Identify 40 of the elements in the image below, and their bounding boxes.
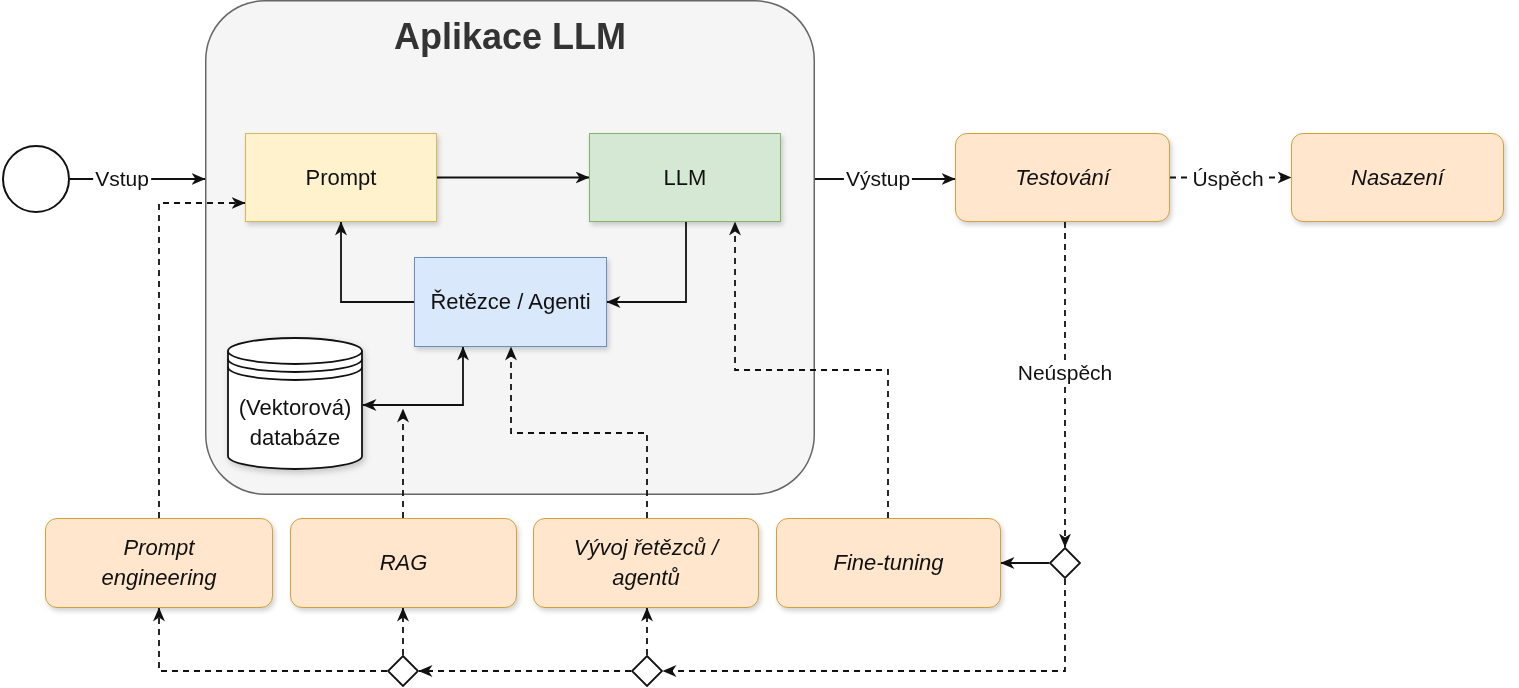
dashed-arrow: [397, 607, 409, 656]
node-label: Vývoj řetězců / agentů: [572, 534, 721, 592]
container-title: Aplikace LLM: [393, 16, 627, 58]
double-headed-arrow: [362, 346, 469, 411]
node-label: (Vektorová) databáze: [237, 394, 353, 452]
process-box: [1291, 133, 1504, 222]
node-label: Prompt engineering: [100, 534, 218, 592]
dashed-arrow: [158, 197, 246, 519]
node-label: Řetězce / Agenti: [430, 288, 591, 317]
arrow: [436, 171, 590, 184]
process-box: [45, 518, 273, 608]
dashed-arrow: [153, 607, 388, 672]
dashed-arrow: [505, 346, 648, 519]
node-label: Fine-tuning: [833, 549, 944, 578]
dashed-arrow: [641, 607, 653, 656]
dashed-arrow: [418, 665, 632, 677]
process-box: [589, 133, 781, 222]
arrow: [606, 221, 687, 308]
node-label: Prompt: [305, 163, 377, 192]
node-label: Testování: [1015, 163, 1110, 192]
dashed-arrow: [729, 221, 889, 519]
process-box: [290, 518, 517, 608]
process-box: [955, 133, 1170, 222]
arrow: [1000, 557, 1050, 569]
node-label: RAG: [379, 549, 428, 578]
dashed-arrow: [397, 408, 409, 519]
dashed-arrow: [1059, 221, 1071, 548]
node-label: Nasazení: [1351, 163, 1444, 192]
node-label: LLM: [663, 163, 707, 192]
process-box: [414, 257, 607, 347]
process-box: [245, 133, 437, 222]
edge-label: Úspěch: [1190, 167, 1266, 191]
dashed-arrow: [662, 578, 1066, 677]
application-container: [205, 0, 815, 495]
process-box: [776, 518, 1001, 608]
process-box: [533, 518, 759, 608]
arrow: [335, 221, 415, 303]
decision-diamond: [387, 655, 419, 687]
decision-diamond: [631, 655, 663, 687]
decision-diamond: [1049, 547, 1081, 579]
